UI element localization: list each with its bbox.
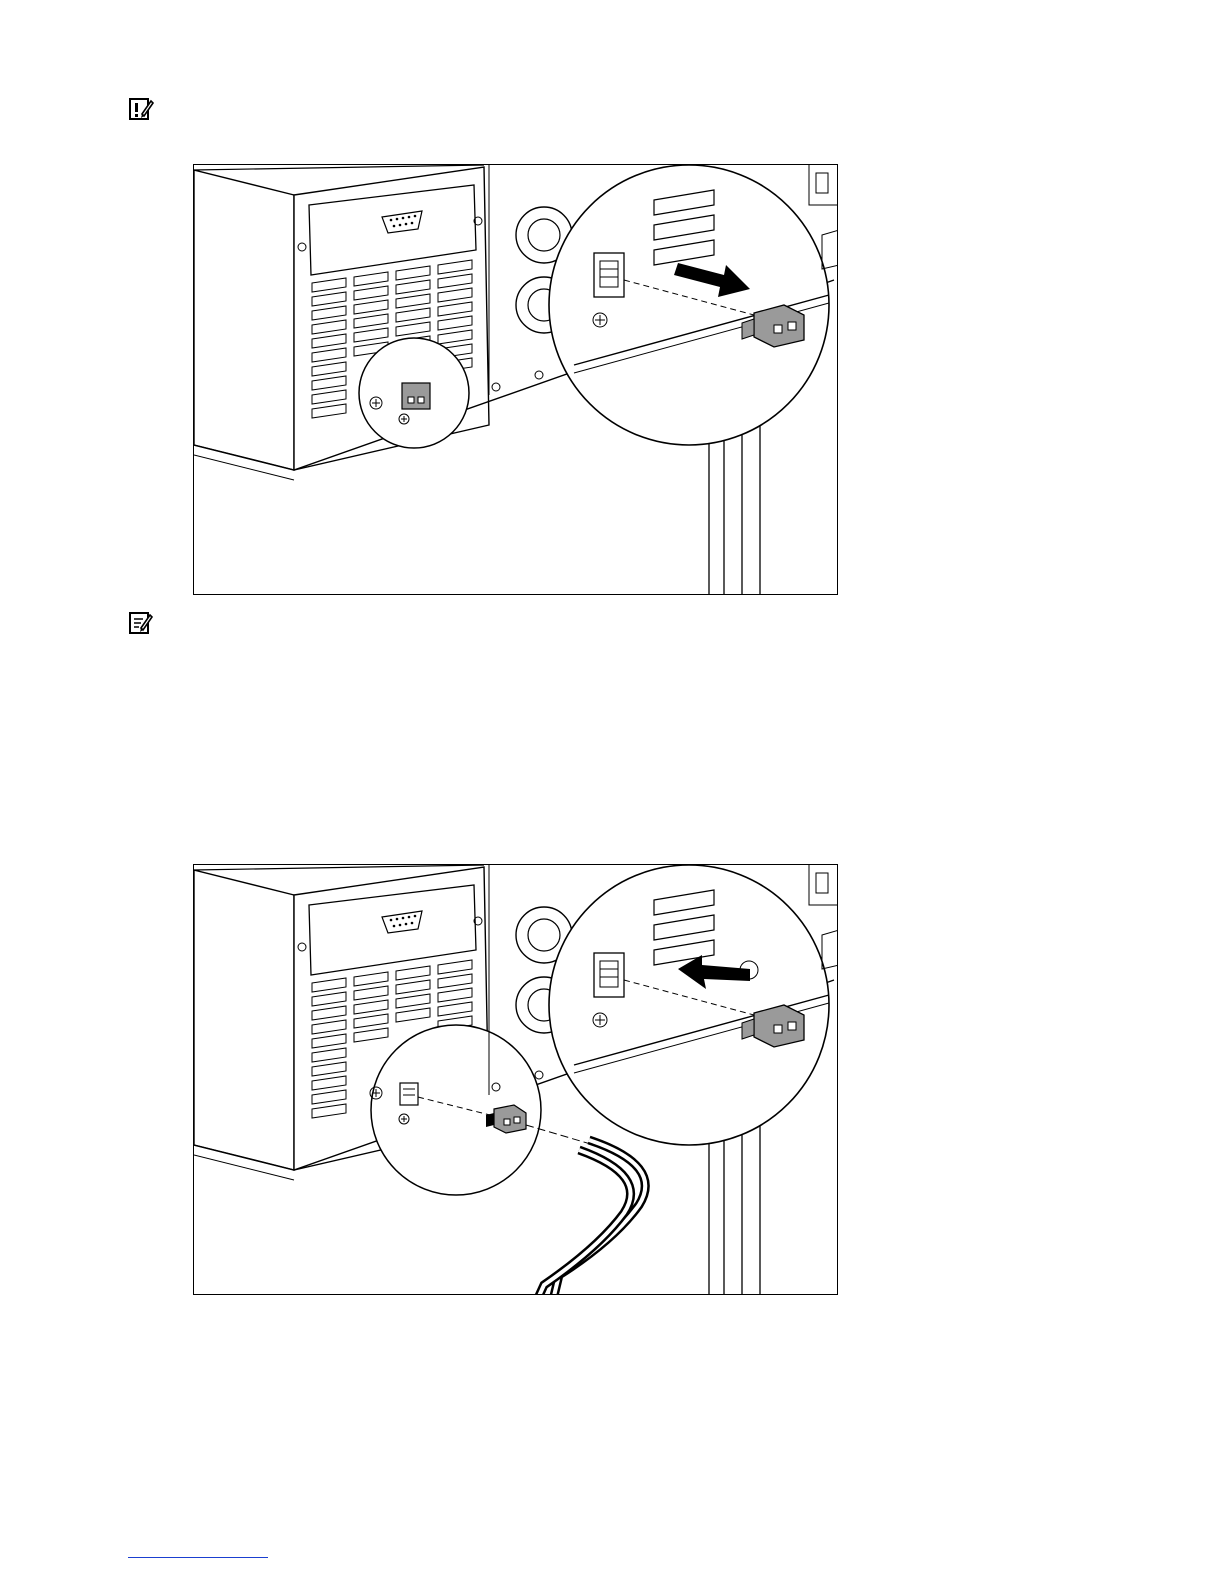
note-icon [128,610,154,636]
figure-insert-terminal-block-with-wires [193,864,838,1295]
figure-remove-terminal-block [193,164,838,595]
footer-rule [128,1557,268,1558]
important-note-icon [128,96,154,122]
